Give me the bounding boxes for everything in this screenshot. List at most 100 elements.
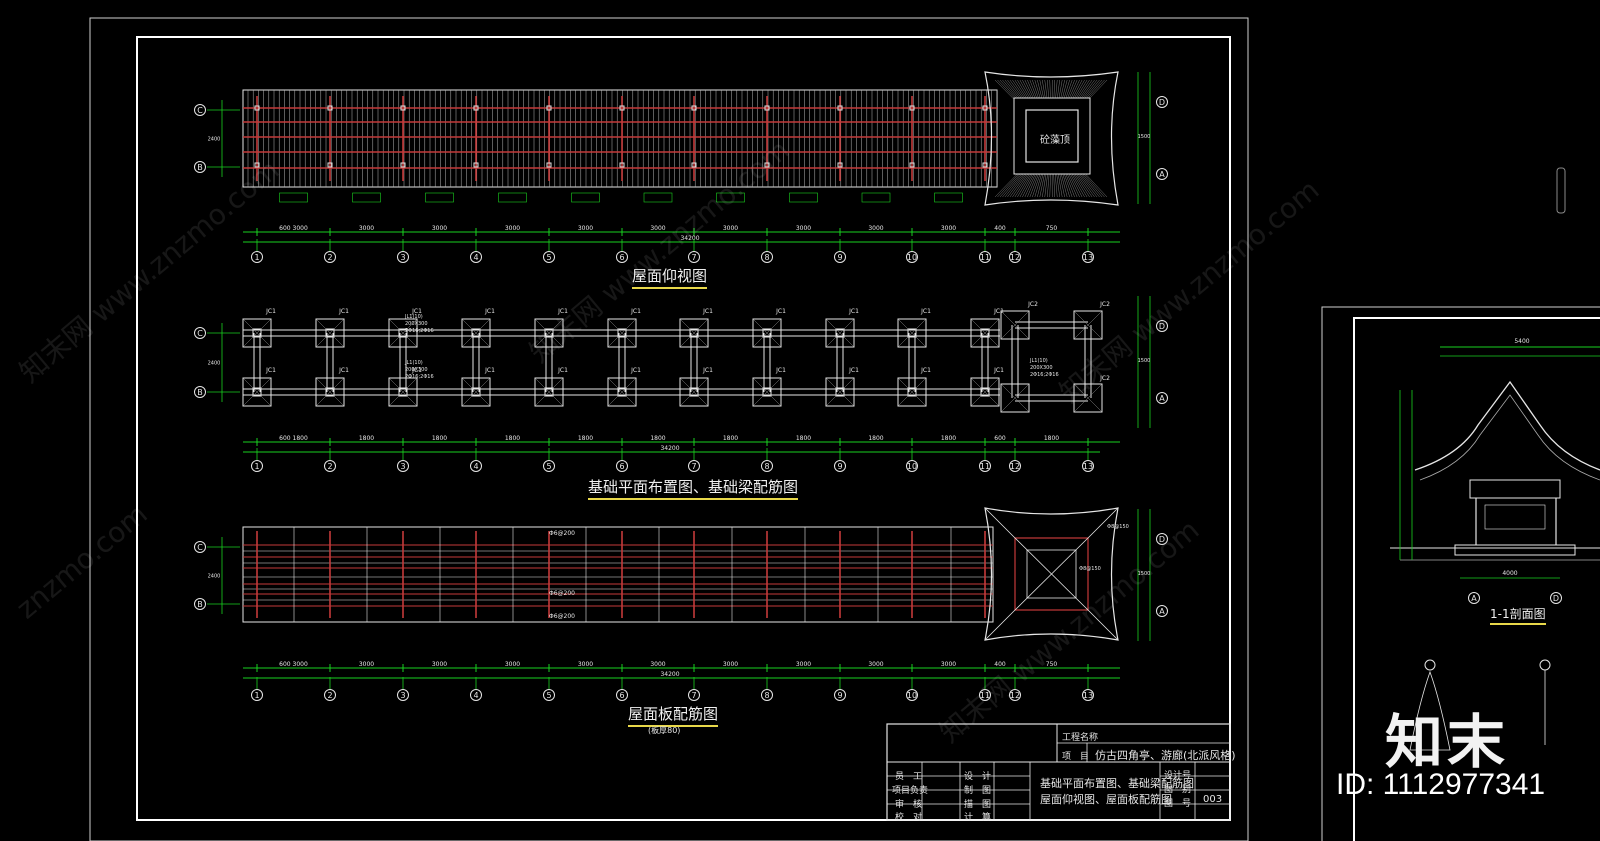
footing-jc1-label: JC1 (775, 308, 786, 315)
column-mark (982, 105, 988, 111)
p2-dim-value: 1800 (650, 435, 665, 442)
beam-annotation-size: 200X300 (405, 321, 428, 327)
slab-rebar-label: Φ6@200 (549, 590, 575, 597)
footing-diag (752, 377, 782, 407)
tb-sheet-label: 图 别 (1164, 785, 1192, 795)
footing-jc1-label: JC1 (484, 367, 495, 374)
p3-axis-A-text: A (1159, 607, 1165, 616)
footing-diag (315, 318, 345, 348)
p2-axis-13-text: 13 (1083, 462, 1093, 471)
p3-dim-value: 750 (1046, 661, 1058, 668)
p1-axis-8-text: 8 (764, 253, 769, 262)
p3-axis-7 (688, 689, 700, 701)
p3-axis-6-text: 6 (619, 691, 624, 700)
p3-dim-value: 3000 (650, 661, 665, 668)
p3-dim-value: 3000 (432, 661, 447, 668)
p2-axis-A-text: A (1159, 394, 1165, 403)
footing-jc1 (897, 318, 927, 348)
column-mark (254, 105, 260, 111)
p1-purlin-dim-box (861, 192, 891, 203)
p2-axis-5 (543, 460, 555, 472)
p2-dim-value: 1800 (578, 435, 593, 442)
p2-dim-value: 1800 (723, 435, 738, 442)
footing-diag (607, 377, 637, 407)
footing-jc1 (679, 377, 709, 407)
footing-jc2-label: JC2 (1027, 301, 1038, 308)
p2-dim-value: 1800 (868, 435, 883, 442)
p3-axis-8-text: 8 (764, 691, 769, 700)
p3-axis-3-text: 3 (400, 691, 405, 700)
beam-annotation-size: 200X300 (1030, 365, 1053, 371)
scrollbar-thumb[interactable] (1556, 167, 1566, 214)
footing-jc1 (897, 377, 927, 407)
p3-axis-9-text: 9 (837, 691, 842, 700)
beam-annotation: JL1(10) (404, 360, 423, 366)
p3-axis-C (194, 541, 206, 553)
footing-diag (1000, 383, 1030, 413)
p2-axis-10-text: 10 (907, 462, 917, 471)
footing-jc1-label: JC1 (265, 367, 276, 374)
beam-annotation: JL1(10) (404, 314, 423, 320)
p2-axis-6 (616, 460, 628, 472)
section-dim-top-value: 5400 (1514, 338, 1529, 345)
p1-purlin-dim-box (352, 192, 381, 203)
p3-dim-value: 3000 (578, 661, 593, 668)
p2-axis-8 (761, 460, 773, 472)
footing-diag (825, 377, 855, 407)
column-mark (837, 105, 843, 111)
footing-column (325, 387, 335, 397)
footing-diag (242, 318, 272, 348)
footing-column (544, 328, 554, 338)
footing-jc1-label: JC1 (920, 308, 931, 315)
footing-jc1 (315, 318, 345, 348)
p2-axis-12-text: 12 (1010, 462, 1020, 471)
p1-dim-value: 3000 (432, 225, 447, 232)
footing-column (471, 387, 481, 397)
brand-logo: 知末 (1385, 708, 1510, 776)
p1-axis-7 (688, 251, 700, 263)
footing-jc1-label: JC1 (630, 308, 641, 315)
p3-axis-10-text: 10 (907, 691, 917, 700)
p2-dim-value: 1800 (796, 435, 811, 442)
footing-jc1-label: JC1 (338, 308, 349, 315)
p2-dim-value: 1800 (432, 435, 447, 442)
footing-jc1-label: JC1 (630, 367, 641, 374)
p1-axis-D (1156, 96, 1168, 108)
p3-axis-2-text: 2 (327, 691, 332, 700)
footing-column (980, 387, 990, 397)
footing-column (689, 387, 699, 397)
footing-diag (752, 318, 782, 348)
p3-axis-D-text: D (1159, 535, 1165, 544)
footing-diag (388, 318, 418, 348)
footing-jc1 (534, 318, 564, 348)
tb-role2-3: 计 算 (964, 813, 992, 823)
p3-dim-value: 3000 (505, 661, 520, 668)
pavilion-hip (984, 507, 1016, 539)
p2-dim-value: 1800 (1044, 435, 1059, 442)
p2-axis-11-text: 11 (980, 462, 990, 471)
tb-role2-0: 设 计 (964, 772, 992, 782)
p1-left-dim-value: 2400 (208, 137, 221, 143)
section-axis-A-text: A (1471, 594, 1477, 603)
footing-jc1 (825, 318, 855, 348)
p3-axis-C-text: C (197, 543, 203, 552)
footing-jc1 (534, 377, 564, 407)
section-base (1454, 544, 1576, 556)
section-axis-D (1550, 592, 1562, 604)
tb-role2-1: 制 图 (964, 786, 992, 796)
p1-axis-6 (616, 251, 628, 263)
section-bottom-dim-value: 4000 (1502, 570, 1517, 577)
p1-axis-10-text: 10 (907, 253, 917, 262)
p1-axis-6-text: 6 (619, 253, 624, 262)
pavilion-label: 砼藻顶 (1040, 135, 1070, 146)
p1-axis-12 (1009, 251, 1021, 263)
p3-dim-value: 3000 (941, 661, 956, 668)
footing-jc1-label: JC1 (484, 308, 495, 315)
column-mark (327, 105, 333, 111)
footing-column (835, 328, 845, 338)
section-note-box (1484, 504, 1546, 530)
p3-axis-2 (324, 689, 336, 701)
p2-dim-value: 1800 (359, 435, 374, 442)
p3-total-dim-value: 34200 (660, 671, 679, 678)
foundation-plan: JC1JC1JC1JC1JC1JC1JC1JC1JC1JC1JC1JC1JC1J… (194, 296, 1168, 472)
